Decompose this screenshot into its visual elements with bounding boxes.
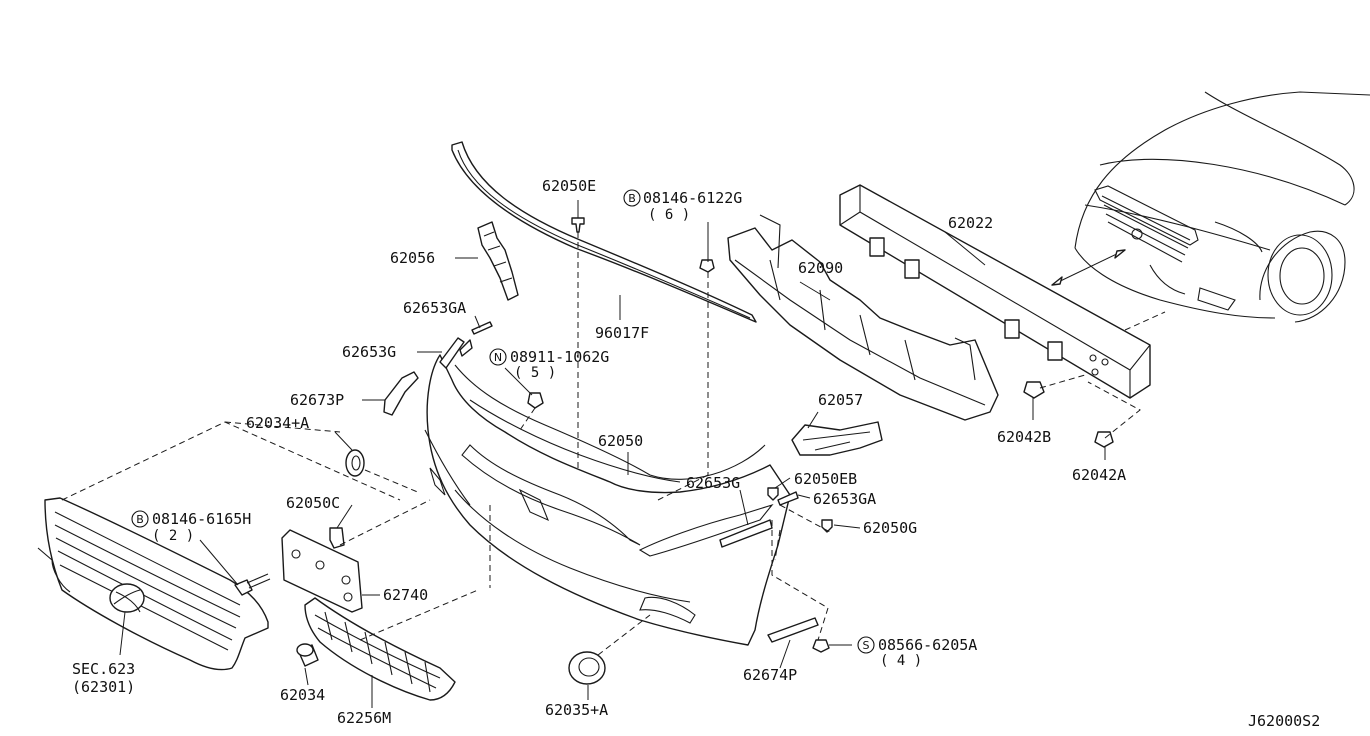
label-62050E: 62050E [542,177,596,195]
label-08911-1062G-qty: ( 5 ) [514,365,556,381]
label-62653GA-right: 62653GA [813,490,876,508]
caps [296,449,365,667]
bolt-prefix-6122G: B [623,189,641,207]
label-62050G: 62050G [863,519,917,537]
vehicle-reference [1051,91,1370,323]
label-08566-6205A-qty: ( 4 ) [880,653,922,669]
seals-and-strips [383,321,819,643]
label-62090: 62090 [798,259,843,277]
label-62042B: 62042B [997,428,1051,446]
label-08566-6205A: 08566-6205A [878,636,977,654]
label-sec-623: SEC.623 [72,660,135,678]
label-sec-623-ref: (62301) [72,678,135,696]
diagram-code: J62000S2 [1248,712,1320,730]
svg-text:N: N [494,351,502,364]
label-62034A: 62034+A [246,414,309,432]
part-62740-plate-bracket [281,529,363,613]
part-62090-absorber [727,214,999,421]
label-62034: 62034 [280,686,325,704]
part-62035A-fog-ring [568,651,606,685]
label-08146-6165H: 08146-6165H [152,510,251,528]
leader-lines [119,200,1106,708]
svg-text:B: B [136,513,144,526]
nut-prefix-1062G: N [489,348,507,366]
label-62653G-top: 62653G [342,343,396,361]
label-62653G-right: 62653G [686,474,740,492]
label-62673P: 62673P [290,391,344,409]
label-62050: 62050 [598,432,643,450]
screw-prefix-6205A: S [857,636,875,654]
label-62035A: 62035+A [545,701,608,719]
guide-lines [61,232,1166,656]
label-62674P: 62674P [743,666,797,684]
part-62050-bumper-fascia [424,354,791,646]
label-62050C: 62050C [286,494,340,512]
label-62256M: 62256M [337,709,391,727]
part-62022-reinforcement [839,184,1151,399]
label-62042A: 62042A [1072,466,1126,484]
label-62653GA-top: 62653GA [403,299,466,317]
label-08146-6122G-qty: ( 6 ) [648,207,690,223]
part-62056-bracket [477,221,519,301]
label-96017F: 96017F [595,324,649,342]
label-62740: 62740 [383,586,428,604]
part-96017F-strip [451,141,757,323]
label-62056: 62056 [390,249,435,267]
label-62022: 62022 [948,214,993,232]
label-08911-1062G: 08911-1062G [510,348,609,366]
part-62057-bracket [791,421,883,456]
part-62256M-lower-grille [304,597,456,701]
label-08146-6165H-qty: ( 2 ) [152,528,194,544]
svg-text:S: S [863,639,870,652]
label-08146-6122G: 08146-6122G [643,189,742,207]
grille-assembly [37,497,269,671]
svg-text:B: B [628,192,636,205]
bolt-prefix-6165H: B [131,510,149,528]
label-62057: 62057 [818,391,863,409]
label-62050EB: 62050EB [794,470,857,488]
